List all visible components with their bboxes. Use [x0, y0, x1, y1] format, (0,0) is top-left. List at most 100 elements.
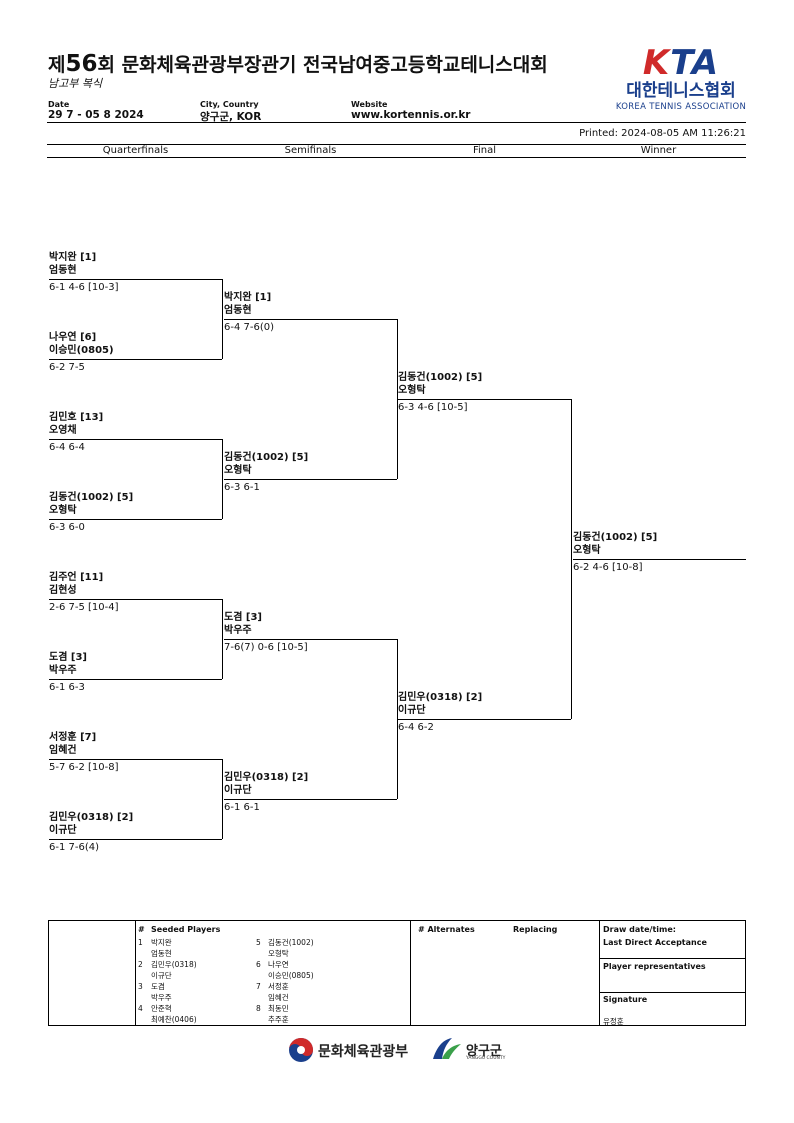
- qf-3-score: 6-4 6-4: [49, 442, 85, 453]
- round-label-final: Final: [472, 145, 497, 156]
- qf-8-bracket-line: [49, 839, 222, 840]
- county-name: 양구군: [466, 1044, 502, 1059]
- qf-2-bracket-line: [49, 359, 222, 360]
- sf-1-score: 6-4 7-6(0): [224, 322, 275, 333]
- qf-4-bracket-line: [49, 519, 222, 520]
- seed-player: 박지완: [151, 938, 172, 947]
- qf-4-score: 6-3 6-0: [49, 522, 85, 533]
- winner-team-player1: 김동건(1002) [5]: [573, 532, 658, 543]
- sf-4-team-player2: 이규단: [224, 785, 252, 796]
- sf-connector: [397, 639, 398, 799]
- seed-player: 임혜건: [268, 993, 289, 1002]
- date-label: Date: [48, 100, 70, 109]
- sf-1-bracket-line: [224, 319, 397, 320]
- seed-player: 최동민: [268, 1004, 289, 1013]
- yanggu-emblem-icon: [433, 1038, 461, 1059]
- final-2-bracket-line: [398, 719, 571, 720]
- seed-number: 7: [256, 982, 261, 991]
- seed-player: 박우주: [151, 993, 172, 1002]
- seed-number: 8: [256, 1004, 261, 1013]
- sf-3-bracket-line: [224, 639, 397, 640]
- final-2-score: 6-4 6-2: [398, 722, 434, 733]
- sf-2-bracket-line: [224, 479, 397, 480]
- rounds-bottom-rule: [47, 157, 746, 158]
- winner-bracket-line: [573, 559, 746, 560]
- city-value: 양구군, KOR: [200, 111, 262, 123]
- final-1-score: 6-3 4-6 [10-5]: [398, 402, 468, 413]
- final-2-team-player1: 김민우(0318) [2]: [398, 692, 483, 703]
- seed-player: 도겸: [151, 982, 165, 991]
- seed-player: 나우연: [268, 960, 289, 969]
- seed-player: 이승민(0805): [268, 971, 314, 980]
- sf-2-score: 6-3 6-1: [224, 482, 260, 493]
- final-1-bracket-line: [398, 399, 571, 400]
- event-subtitle: 남고부 복식: [48, 77, 103, 90]
- final-1-team-player2: 오형탁: [398, 385, 426, 396]
- player-representatives-label: Player representatives: [603, 962, 706, 971]
- sf-4-team-player1: 김민우(0318) [2]: [224, 772, 309, 783]
- date-value: 29 7 - 05 8 2024: [48, 109, 144, 121]
- seed-number: 1: [138, 938, 143, 947]
- sf-connector: [397, 319, 398, 479]
- printed-timestamp: Printed: 2024-08-05 AM 11:26:21: [579, 128, 746, 139]
- seed-number: 3: [138, 982, 143, 991]
- seed-player: 김동건(1002): [268, 938, 314, 947]
- qf-5-team-player2: 김현성: [49, 585, 77, 596]
- footer-table: [48, 920, 746, 1026]
- qf-1-score: 6-1 4-6 [10-3]: [49, 282, 119, 293]
- final-connector: [571, 399, 572, 719]
- seed-player: 오형탁: [268, 949, 289, 958]
- final-2-team-player2: 이규단: [398, 705, 426, 716]
- round-label-winner: Winner: [640, 145, 677, 156]
- kta-english-name: KOREA TENNIS ASSOCIATION: [615, 102, 747, 112]
- qf-3-bracket-line: [49, 439, 222, 440]
- replacing-heading: Replacing: [513, 925, 558, 934]
- ministry-emblem-icon: [289, 1038, 313, 1062]
- qf-8-team-player1: 김민우(0318) [2]: [49, 812, 134, 823]
- website-label: Website: [351, 100, 388, 109]
- seeded-hash: #: [138, 925, 145, 934]
- qf-2-score: 6-2 7-5: [49, 362, 85, 373]
- qf-7-bracket-line: [49, 759, 222, 760]
- winner-team-player2: 오형탁: [573, 545, 601, 556]
- seed-player: 엄동현: [151, 949, 172, 958]
- qf-1-team-player2: 엄동현: [49, 265, 77, 276]
- qf-7-team-player2: 임혜건: [49, 745, 77, 756]
- qf-connector: [222, 759, 223, 839]
- header-rule: [47, 122, 746, 123]
- round-label-semifinals: Semifinals: [284, 145, 337, 156]
- sf-4-score: 6-1 6-1: [224, 802, 260, 813]
- kta-korean-name: 대한테니스협회: [626, 81, 736, 101]
- sf-3-team-player1: 도겸 [3]: [224, 612, 262, 623]
- sf-1-team-player2: 엄동현: [224, 305, 252, 316]
- seed-player: 최예찬(0406): [151, 1015, 197, 1024]
- seed-number: 4: [138, 1004, 143, 1013]
- tournament-title: 제56회 문화체육관광부장관기 전국남여중고등학교테니스대회: [48, 51, 548, 77]
- qf-2-team-player2: 이승민(0805): [49, 345, 114, 356]
- rounds-top-rule: [47, 144, 746, 145]
- qf-8-team-player2: 이규단: [49, 825, 77, 836]
- qf-1-team-player1: 박지완 [1]: [49, 252, 97, 263]
- winner-score: 6-2 4-6 [10-8]: [573, 562, 643, 573]
- qf-7-score: 5-7 6-2 [10-8]: [49, 762, 119, 773]
- qf-8-score: 6-1 7-6(4): [49, 842, 100, 853]
- sf-2-team-player2: 오형탁: [224, 465, 252, 476]
- seed-player: 김민우(0318): [151, 960, 197, 969]
- kta-logo: KTA 대한테니스협회 KOREA TENNIS ASSOCIATION: [615, 43, 747, 112]
- seeded-players-heading: Seeded Players: [151, 925, 221, 934]
- round-label-quarterfinals: Quarterfinals: [102, 145, 169, 156]
- seed-player: 추주훈: [268, 1015, 289, 1024]
- qf-2-team-player1: 나우연 [6]: [49, 332, 97, 343]
- seed-number: 5: [256, 938, 261, 947]
- draw-date-label: Draw date/time:: [603, 925, 676, 934]
- website-link[interactable]: www.kortennis.or.kr: [351, 109, 471, 121]
- county-english: YANGGU COUNTY: [466, 1056, 506, 1061]
- qf-3-team-player2: 오영채: [49, 425, 77, 436]
- sf-3-team-player2: 박우주: [224, 625, 252, 636]
- seed-number: 2: [138, 960, 143, 969]
- seed-number: 6: [256, 960, 261, 969]
- qf-5-score: 2-6 7-5 [10-4]: [49, 602, 119, 613]
- qf-connector: [222, 439, 223, 519]
- signer-name: 유정훈: [603, 1017, 624, 1026]
- qf-1-bracket-line: [49, 279, 222, 280]
